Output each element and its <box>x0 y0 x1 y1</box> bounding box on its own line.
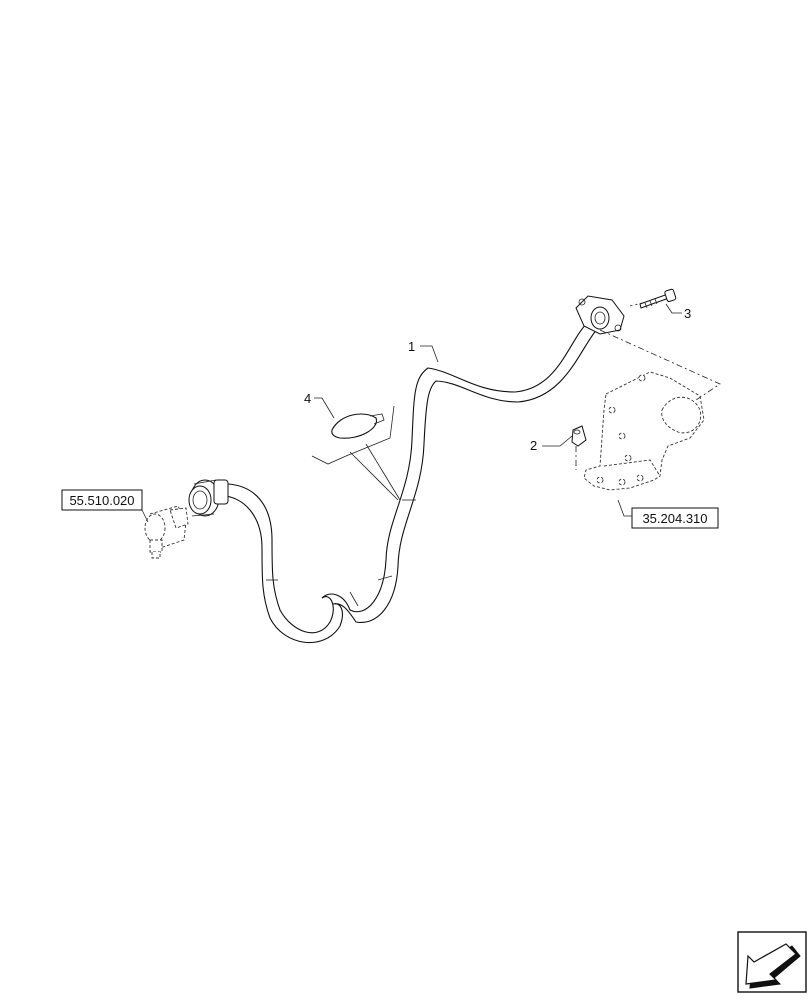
cable-tie[interactable] <box>331 413 385 439</box>
mounting-bracket[interactable] <box>583 371 705 491</box>
nut[interactable] <box>571 425 587 447</box>
ref-box-bracket[interactable]: 35.204.310 <box>631 507 719 529</box>
ref-bracket-label: 35.204.310 <box>642 511 707 526</box>
ref-connector-label: 55.510.020 <box>69 493 134 508</box>
wire-harness[interactable] <box>225 319 599 644</box>
leader-lines <box>141 303 682 523</box>
callout-1: 1 <box>408 339 415 354</box>
arrow-southwest-icon[interactable] <box>737 931 807 993</box>
round-connector[interactable] <box>188 479 229 517</box>
callout-2: 2 <box>530 438 537 453</box>
callout-3: 3 <box>684 306 691 321</box>
mating-connector[interactable] <box>144 505 189 559</box>
assembly-lines <box>575 301 721 470</box>
panel-socket[interactable] <box>575 295 625 335</box>
callout-4: 4 <box>304 391 311 406</box>
ref-box-connector[interactable]: 55.510.020 <box>61 489 143 511</box>
bolt[interactable] <box>639 288 677 309</box>
